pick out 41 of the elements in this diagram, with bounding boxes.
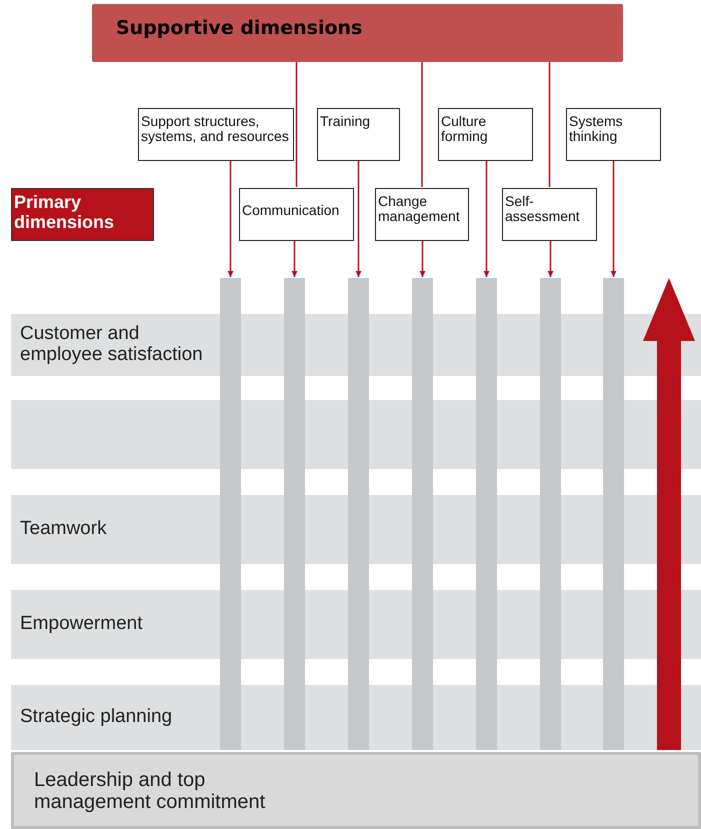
pillar-bar [603,278,624,750]
arrow [228,161,234,277]
pillar-bar [412,278,433,750]
dimension-label: Teamwork [20,519,108,540]
dimension-label: Culture forming [441,114,489,145]
arrow [356,161,362,277]
arrow [484,161,490,277]
dimension-label: Communication [242,203,340,218]
dimension-box [566,108,661,161]
dimension-label: Change management [378,194,461,225]
arrow [420,241,426,277]
pillar-bar [540,278,561,750]
dimension-label: Support structures, systems, and resources [141,114,290,145]
dimension-label: Training [320,114,372,130]
dimension-label: Strategic planning [20,707,174,728]
foundation-label: Leadership and top management commitment [34,769,266,813]
arrow [292,241,298,277]
primary-label: Primary dimensions [14,193,116,233]
dimension-box [438,108,533,161]
pillar-bar [348,278,369,750]
dimension-label: Empowerment [20,614,144,635]
header-text: Supportive dimensions [116,18,364,39]
dimension-box [375,188,469,241]
dimension-box [502,188,597,241]
connector-line [421,62,423,187]
header-bar [92,4,623,62]
dimension-box [239,188,354,241]
arrow [548,241,554,277]
primary-label-box [11,188,154,241]
pillar-bar [220,278,241,750]
dimension-label: Systems thinking [569,114,624,145]
pillar-bar [284,278,305,750]
dimension-box [138,108,294,161]
connector-line [296,62,298,187]
dimension-box [317,108,400,161]
dimension-label: Customer and employee satisfaction [20,324,204,366]
pillar-bar [476,278,497,750]
dimension-label: Self-assessment [505,194,581,225]
connector-line [548,62,550,187]
foundation-bar [11,752,701,829]
arrow [610,161,616,277]
